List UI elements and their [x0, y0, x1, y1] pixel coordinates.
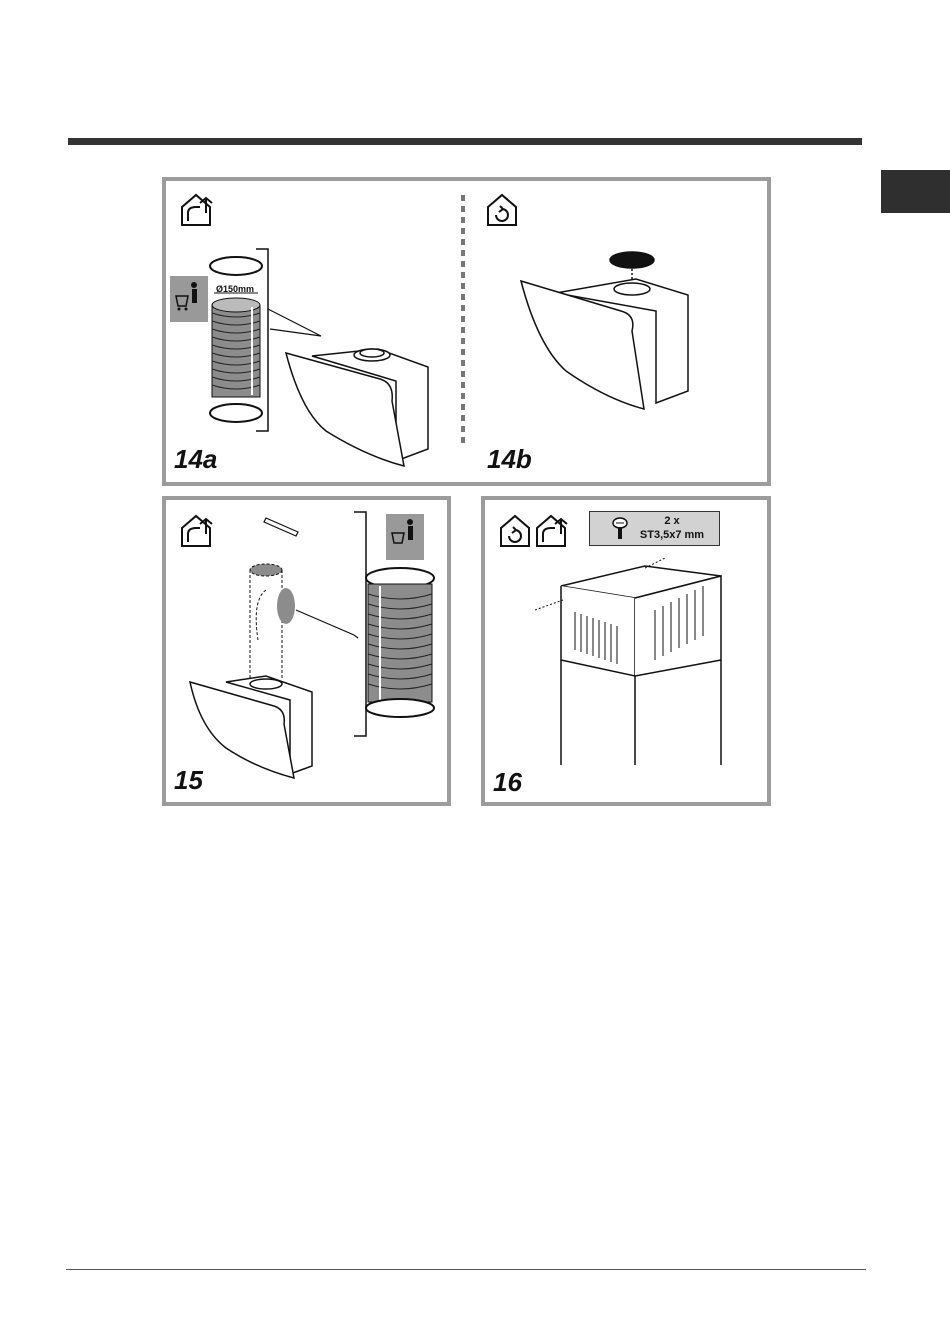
- house-recirculation-icon: [501, 516, 529, 546]
- screw-specification: ST3,5x7 mm: [624, 529, 720, 541]
- chimney: [561, 566, 721, 765]
- figure-panel-16: 2 x ST3,5x7 mm 16: [481, 496, 771, 806]
- language-tab-marker: [881, 170, 950, 213]
- footer-rule: [66, 1269, 866, 1270]
- figure-panel-14: Ø150mm 14a 14b: [162, 177, 771, 486]
- hose-clamp-top: [210, 257, 262, 275]
- hose-clamp-bottom: [210, 404, 262, 422]
- cooker-hood-15: [190, 676, 312, 778]
- house-recirculation-icon: [488, 195, 516, 225]
- figure-15-illustration: [166, 500, 447, 802]
- duct-diameter-label: Ø150mm: [216, 284, 254, 294]
- cooker-hood-14a: [286, 349, 428, 466]
- house-ducted-icon: [182, 195, 212, 225]
- figure-label-16: 16: [493, 767, 522, 798]
- screw-guide-left: [535, 600, 563, 610]
- figure-panel-15: 15: [162, 496, 451, 806]
- shopping-cart-person-icon: [386, 514, 424, 560]
- figure-14-illustration: [166, 181, 767, 482]
- screw-spec-box: 2 x ST3,5x7 mm: [589, 511, 720, 546]
- header-rule: [68, 138, 862, 145]
- house-ducted-icon: [182, 516, 212, 546]
- cooker-hood-14b: [521, 252, 688, 409]
- figure-label-14b: 14b: [487, 444, 532, 475]
- house-ducted-icon: [537, 516, 567, 546]
- flexible-duct: [212, 298, 260, 397]
- figure-label-15: 15: [174, 765, 203, 796]
- shopping-cart-person-icon: [170, 276, 208, 322]
- flexible-duct: [366, 568, 434, 717]
- bracket-part: [264, 518, 298, 536]
- figure-label-14a: 14a: [174, 444, 217, 475]
- screw-quantity: 2 x: [624, 515, 720, 527]
